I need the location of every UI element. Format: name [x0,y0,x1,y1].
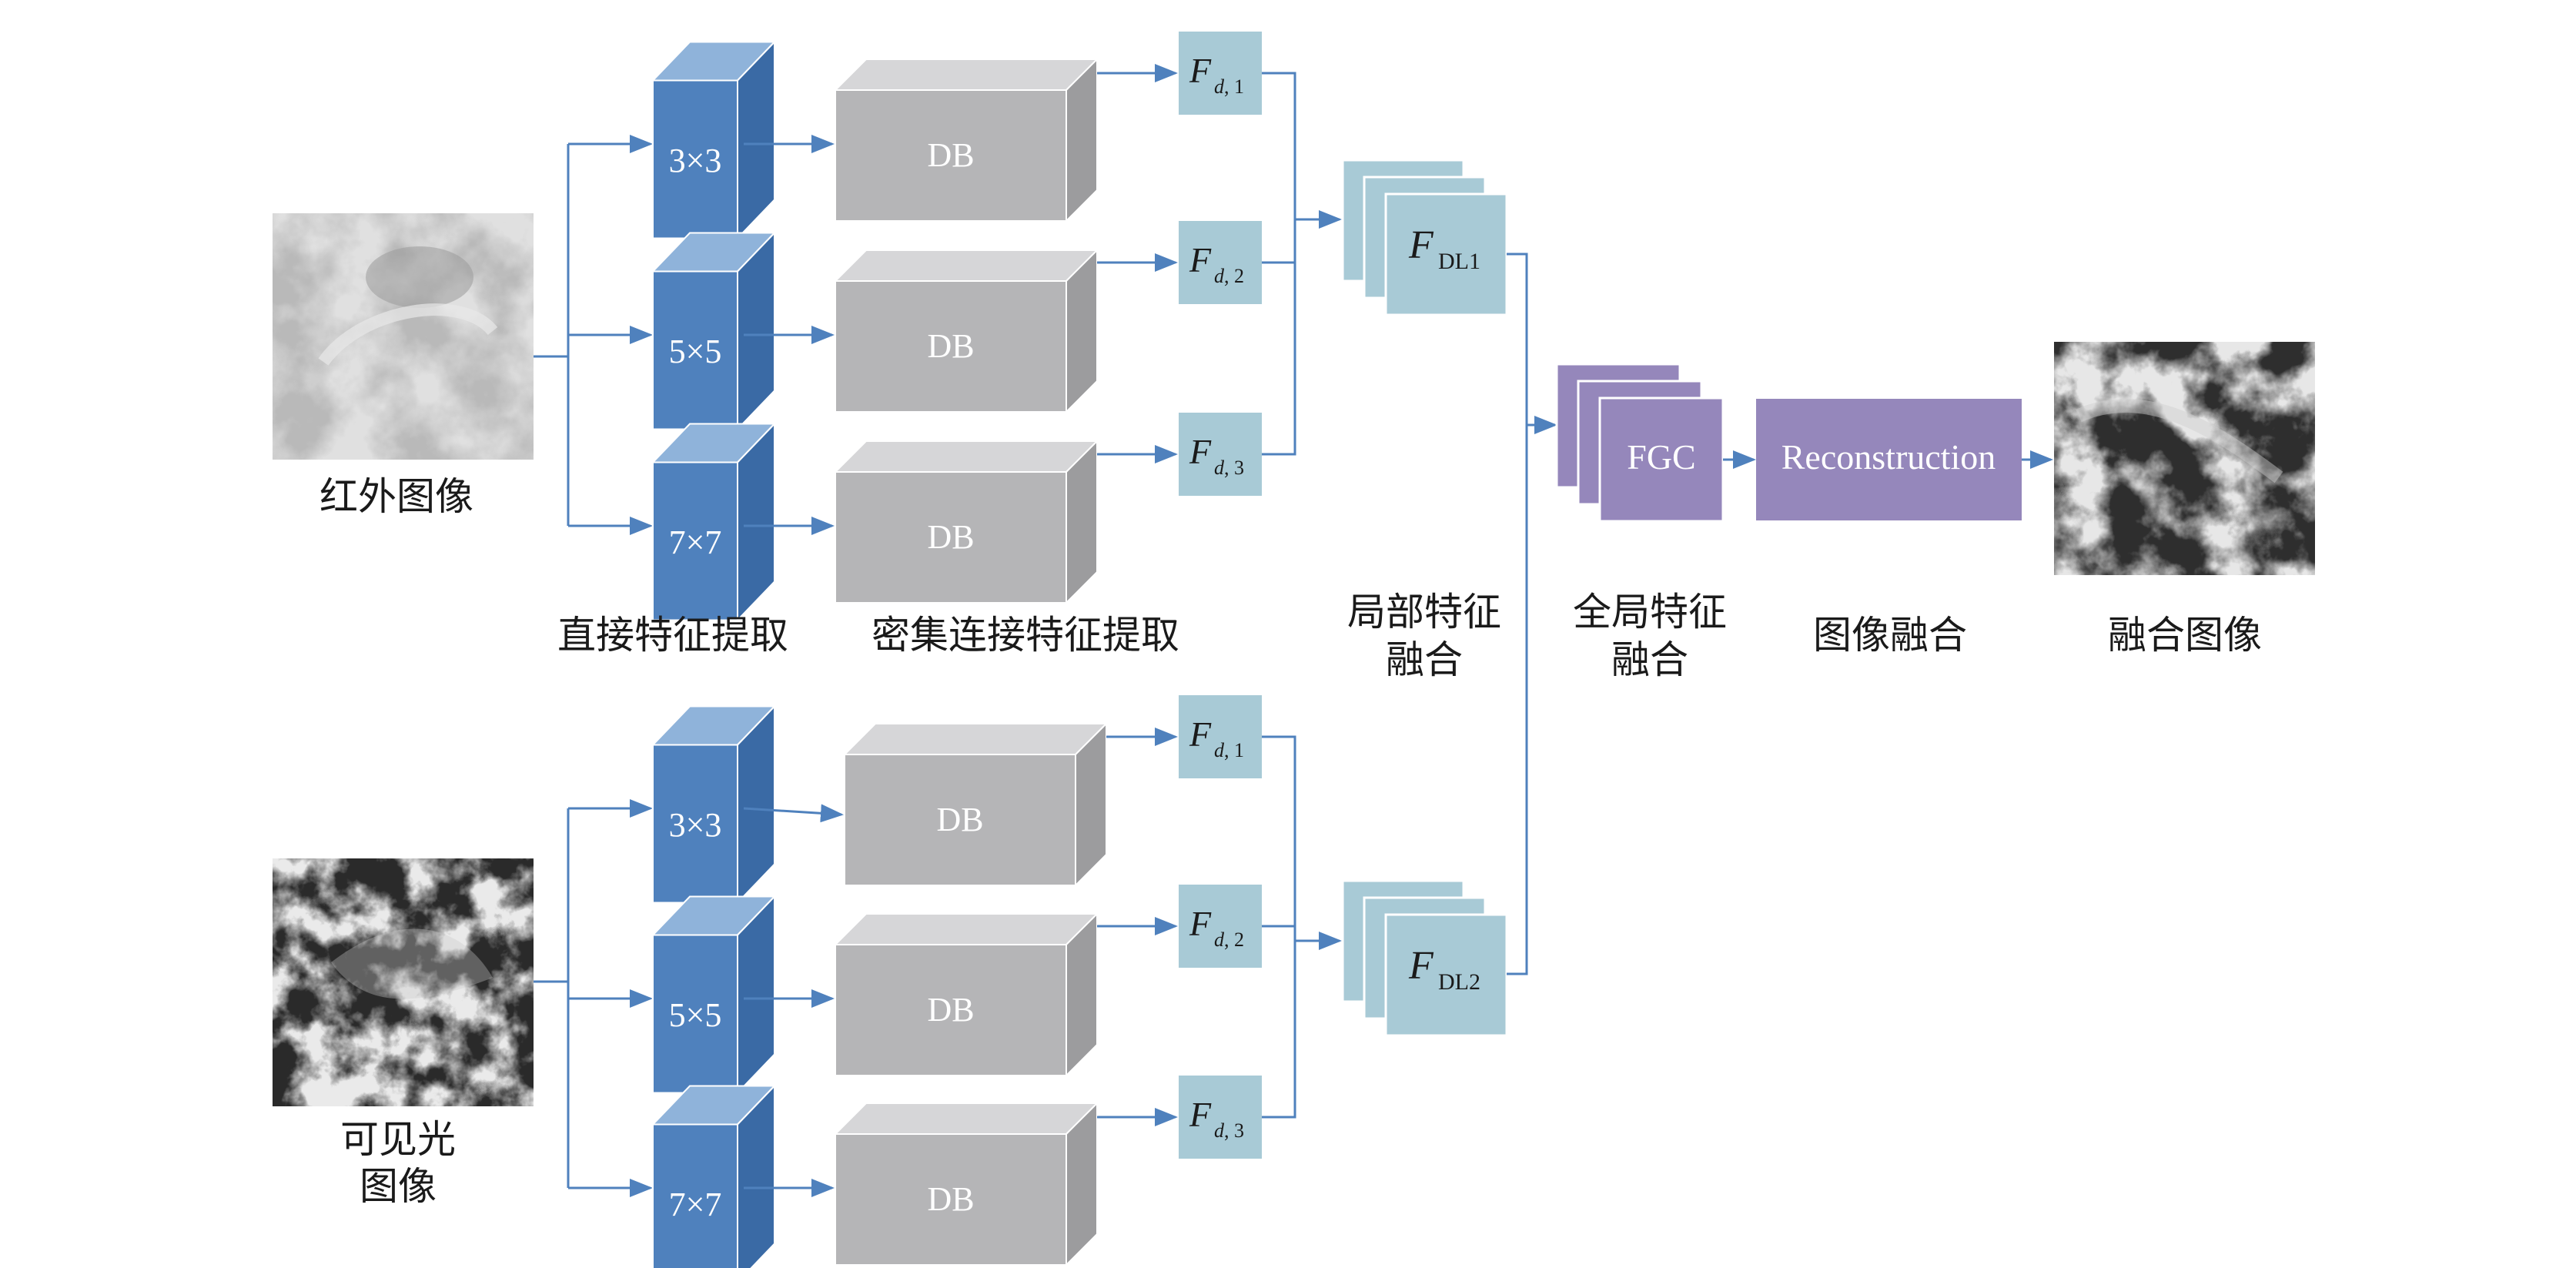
feature-symbol: F [1189,1095,1212,1134]
conv-kernel-label: 7×7 [669,524,722,561]
flow-connectors [743,64,1342,1197]
conv-cube-top-3×3: 3×3 [651,40,777,240]
conv-cube-top-7×7: 7×7 [651,422,777,622]
visible-image-label-line2: 图像 [360,1164,437,1209]
dense-block-top-2: DB [833,248,1099,414]
local-fusion-top-subscript: DL1 [1438,249,1480,274]
feature-subscript: d, 2 [1214,265,1244,287]
local-fusion-top: F DL1 [1341,159,1508,316]
infrared-image-label: 红外图像 [319,474,473,519]
dense-block-bottom-2: DB [833,912,1099,1078]
dense-block-top-1: DB [833,57,1099,223]
conv-cube-bottom-7×7: 7×7 [651,1084,777,1268]
feature-subscript: d, 1 [1214,739,1244,761]
stage-label-image-fusion: 图像融合 [1813,613,1967,657]
stage-label-local-fusion-line1: 局部特征 [1347,590,1501,634]
feature-symbol: F [1189,51,1212,90]
visible-image [273,858,534,1106]
local-fusion-bottom-symbol: F [1408,944,1434,988]
conv-cube-bottom-3×3: 3×3 [651,704,777,905]
dense-block-label: DB [936,801,983,838]
dense-block-top-3: DB [833,439,1099,605]
dense-block-bottom-3: DB [833,1101,1099,1267]
conv-cube-top-5×5: 5×5 [651,231,777,431]
local-fusion-bottom: F DL2 [1341,879,1508,1037]
conv-kernel-label: 7×7 [669,1186,722,1223]
feature-subscript: d, 1 [1214,75,1244,98]
stage-label-fused-image: 融合图像 [2108,613,2262,657]
fgc-label: FGC [1627,437,1695,477]
input-branch-connectors [534,135,653,1197]
feature-subscript: d, 3 [1214,457,1244,479]
conv-kernel-label: 5×5 [669,996,722,1034]
dense-block-label: DB [927,136,974,174]
feature-symbol: F [1189,904,1212,943]
reconstruction-label: Reconstruction [1781,437,1996,477]
feature-symbol: F [1189,432,1212,471]
stage-label-direct-extraction: 直接特征提取 [557,613,788,657]
infrared-image [273,213,534,460]
stage-label-local-fusion-line2: 融合 [1386,637,1463,682]
stage-label-global-fusion-line2: 融合 [1611,637,1688,682]
dense-block-bottom-1: DB [842,721,1109,888]
local-fusion-top-symbol: F [1408,223,1434,267]
reconstruction-block: Reconstruction [1756,399,2022,520]
fused-image [2054,342,2315,575]
conv-cube-group: 3×3 5×5 7×7 3×3 5×5 7×7 [651,40,777,1268]
dense-block-label: DB [927,991,974,1029]
conv-kernel-label: 3×3 [669,142,722,179]
stage-label-dense-extraction: 密集连接特征提取 [871,613,1179,657]
conv-cube-bottom-5×5: 5×5 [651,895,777,1095]
feature-subscript: d, 2 [1214,928,1244,951]
conv-kernel-label: 3×3 [669,806,722,844]
stage-label-global-fusion-line1: 全局特征 [1573,590,1727,634]
dense-block-group: DB DB DB DB DB DB [833,57,1109,1267]
dense-block-label: DB [927,518,974,556]
feature-symbol: F [1189,714,1212,754]
global-fusion-stack: FGC [1555,363,1725,523]
local-fusion-bottom-subscript: DL2 [1438,969,1480,995]
conv-kernel-label: 5×5 [669,333,722,370]
dense-block-label: DB [927,1180,974,1218]
feature-subscript: d, 3 [1214,1119,1244,1142]
visible-image-label-line1: 可见光 [340,1117,456,1162]
dense-block-label: DB [927,327,974,365]
feature-symbol: F [1189,240,1212,279]
fusion-connectors [1507,253,1557,975]
